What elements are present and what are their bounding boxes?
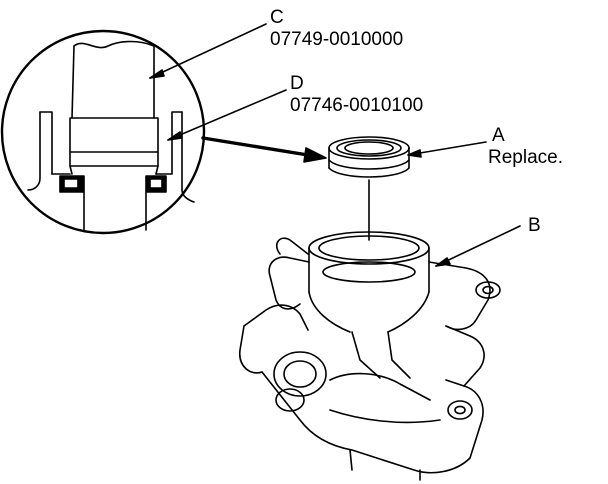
label-a-letter: A — [492, 125, 505, 146]
label-c-part-number: 07749-0010000 — [270, 29, 404, 50]
label-d-part-number: 07746-0010100 — [290, 95, 424, 116]
driver-handle-c — [71, 40, 155, 119]
knuckle-housing-b — [239, 231, 501, 481]
label-c-letter: C — [270, 7, 284, 28]
attachment-d — [69, 117, 159, 175]
label-a-note: Replace. — [488, 147, 563, 168]
leader-lines — [149, 23, 521, 267]
label-d-letter: D — [290, 73, 304, 94]
housing-section — [27, 111, 195, 231]
oil-seal-a — [328, 136, 410, 241]
label-b-letter: B — [528, 215, 541, 236]
detail-view — [0, 29, 206, 235]
